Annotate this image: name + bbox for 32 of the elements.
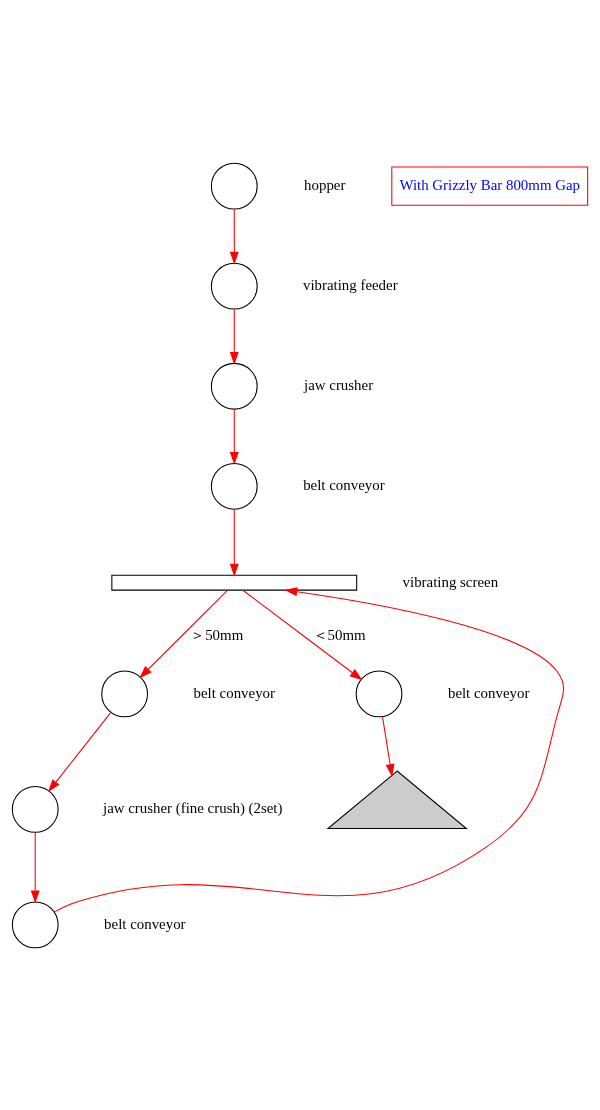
node-circle [355, 669, 403, 717]
node-circle [210, 362, 258, 410]
node-circle [210, 262, 258, 310]
arrow [242, 589, 363, 680]
node-triangle [326, 769, 468, 829]
node-label: belt conveyor [303, 476, 385, 493]
arrow [30, 831, 40, 903]
node-label: hopper [304, 176, 346, 193]
node-bar [111, 574, 358, 591]
node-label: belt conveyor [447, 684, 530, 701]
node-circle [11, 900, 59, 948]
node-label: vibrating feeder [302, 276, 398, 293]
arrow [229, 408, 239, 465]
node-label: jaw crusher (fine crush) (2set) [103, 799, 283, 816]
node-label: belt conveyor [193, 684, 276, 701]
edge-label: ＞50mm [190, 626, 244, 643]
arrow [48, 711, 112, 792]
arrow [382, 715, 395, 777]
arrow [139, 589, 229, 678]
node-label: jaw crusher [304, 376, 374, 393]
arrow [229, 508, 239, 577]
edge-label: ＜50mm [312, 626, 366, 643]
node-label: vibrating screen [402, 573, 499, 590]
arrow [53, 586, 565, 912]
node-circle [11, 785, 59, 833]
arrow [229, 308, 239, 365]
node-circle [210, 462, 258, 510]
node-circle [101, 669, 149, 717]
node-label: belt conveyor [104, 915, 186, 932]
node-box: With Grizzly Bar 800mm Gap [391, 165, 589, 206]
arrow [229, 208, 239, 265]
node-circle [210, 162, 258, 210]
